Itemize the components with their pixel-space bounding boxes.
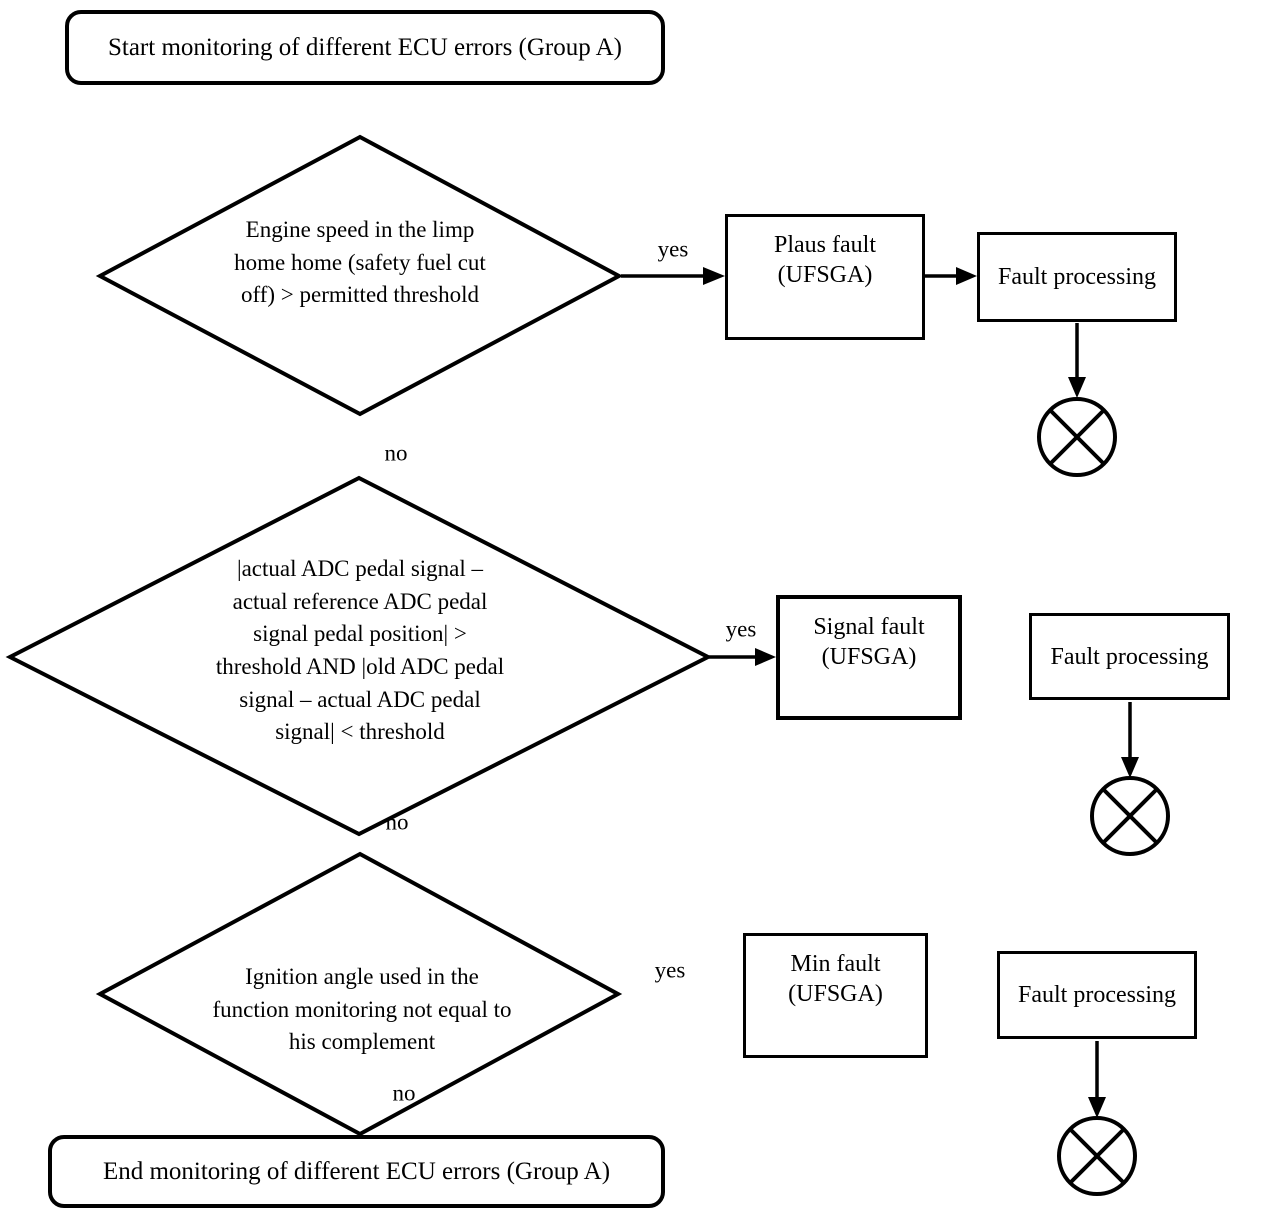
decision-2-diamond — [5, 475, 713, 837]
label-yes-3: yes — [654, 957, 686, 983]
decision-1-text: Engine speed in the limp home home (safe… — [234, 217, 486, 308]
action-signal-fault: Signal fault (UFSGA) — [776, 595, 962, 720]
label-no-2: no — [385, 809, 409, 835]
decision-1-diamond — [95, 134, 624, 417]
arrowhead-terminator-3 — [1088, 1097, 1106, 1118]
decision-3-text: Ignition angle used in the function moni… — [212, 964, 512, 1055]
crossed-circle-icon-3 — [1057, 1116, 1137, 1196]
decision-3-diamond — [95, 851, 623, 1137]
action-min-fault: Min fault (UFSGA) — [743, 933, 928, 1058]
label-yes-2: yes — [725, 616, 757, 642]
arrowhead-yes-2 — [755, 648, 776, 666]
decision-2-text: |actual ADC pedal signal – actual refere… — [215, 556, 505, 745]
fault-processing-2: Fault processing — [1029, 613, 1230, 700]
fault-processing-1-label: Fault processing — [998, 264, 1156, 290]
label-yes-1: yes — [657, 236, 689, 262]
arrowhead-terminator-2 — [1121, 757, 1139, 778]
action-min-fault-label: Min fault (UFSGA) — [788, 951, 883, 1007]
end-node-label: End monitoring of different ECU errors (… — [102, 1157, 611, 1185]
start-node-label: Start monitoring of different ECU errors… — [107, 33, 622, 61]
crossed-circle-icon-2 — [1090, 776, 1170, 856]
start-node: Start monitoring of different ECU errors… — [65, 10, 665, 85]
label-no-1: no — [384, 440, 408, 466]
action-signal-fault-label: Signal fault (UFSGA) — [813, 614, 925, 670]
fault-processing-1: Fault processing — [977, 232, 1177, 322]
fault-processing-3-label: Fault processing — [1018, 982, 1176, 1008]
fault-processing-3: Fault processing — [997, 951, 1197, 1039]
label-no-3: no — [392, 1080, 416, 1106]
fault-processing-2-label: Fault processing — [1050, 643, 1209, 670]
action-plaus-fault-label: Plaus fault (UFSGA) — [774, 232, 876, 288]
arrowhead-yes-1 — [703, 267, 725, 285]
arrowhead-terminator-1 — [1068, 377, 1086, 398]
arrowhead-fault-1 — [956, 267, 977, 285]
crossed-circle-icon-1 — [1037, 397, 1117, 477]
action-plaus-fault: Plaus fault (UFSGA) — [725, 214, 925, 340]
end-node: End monitoring of different ECU errors (… — [48, 1135, 665, 1208]
